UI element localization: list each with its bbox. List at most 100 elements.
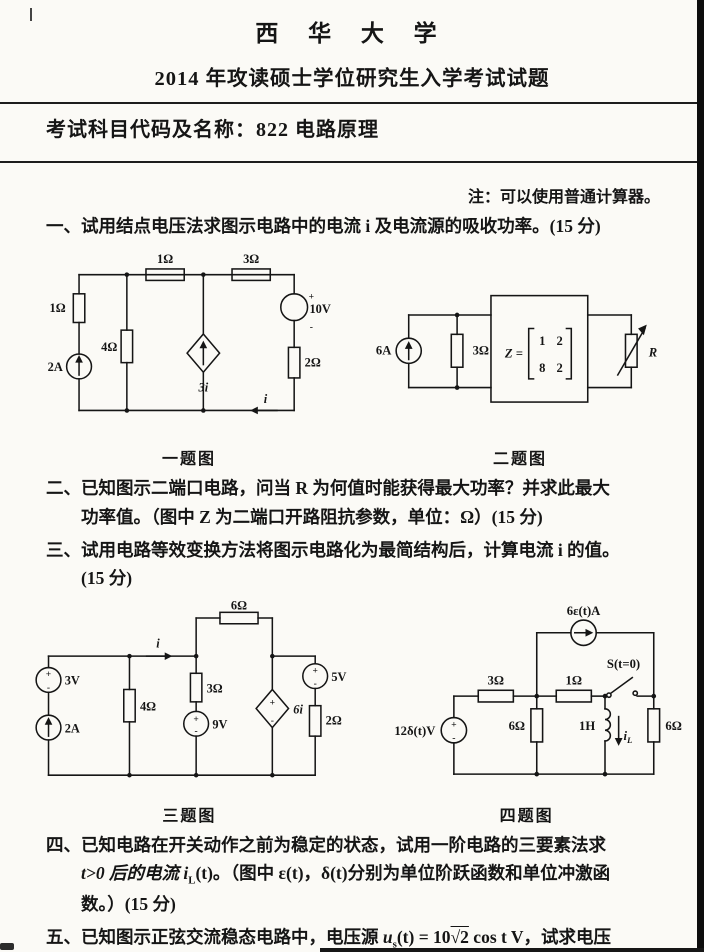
fig3-node-dots — [127, 653, 275, 778]
scan-artifact-bottom-edge — [320, 948, 704, 952]
figure-3: + - 3V 2A 4Ω i 6Ω 3Ω + - 9V + - 6i + - 5… — [21, 599, 357, 826]
label-5v: 5V — [332, 670, 347, 684]
label-2a-fig3: 2A — [65, 721, 80, 735]
figure-1: 1Ω 2A 4Ω 1Ω 3Ω 3i + 10V - 2Ω i 一题图 — [34, 246, 344, 469]
figure-row-2: + - 3V 2A 4Ω i 6Ω 3Ω + - 9V + - 6i + - 5… — [8, 599, 696, 826]
label-3ohm-fig3: 3Ω — [207, 681, 223, 695]
fig1-node-dots — [124, 272, 206, 414]
label-6a: 6A — [376, 344, 391, 358]
question-4-line3: 数。）(15 分) — [81, 894, 176, 915]
question-4-il-subscript: L — [188, 874, 196, 887]
question-4: 四、 已知电路在开关动作之前为稳定的状态，试用一阶电路的三要素法求 t>0 后的… — [0, 831, 704, 919]
switch-blade — [609, 676, 634, 695]
label-3i: 3i — [198, 381, 209, 395]
circuit-diagram-3: + - 3V 2A 4Ω i 6Ω 3Ω + - 9V + - 6i + - 5… — [35, 599, 347, 778]
scan-artifact-right-edge — [697, 0, 704, 952]
figure-4: 6ε(t)A 3Ω 1Ω S(t=0) + - 12δ(t)V 6Ω 1H 6Ω… — [371, 603, 683, 826]
scan-artifact-bottom-left — [0, 943, 14, 950]
resistor-6ohm-mid — [529, 707, 544, 743]
label-minus-3v: - — [47, 683, 50, 693]
question-5-mid: (t) = 10 — [396, 927, 451, 948]
label-1ohm-top: 1Ω — [157, 253, 173, 267]
label-3ohm-fig4: 3Ω — [487, 673, 503, 687]
resistor-3ohm-fig3 — [189, 672, 203, 703]
fig1-source-arrowhead — [75, 355, 83, 363]
university-title: 西 华 大 学 — [255, 21, 449, 46]
question-3: 三、 试用电路等效变换方法将图示电路化为最简结构后，计算电流 i 的值。 (15… — [0, 536, 704, 593]
label-z11: 1 — [539, 334, 545, 348]
question-5-post: cos t V，试求电压 — [468, 927, 612, 948]
resistor-3ohm-fig4 — [477, 689, 514, 703]
current-source-2a-fig3 — [35, 714, 62, 741]
question-3-line2: (15 分) — [81, 568, 133, 589]
fig4-isrc-arrowhead — [585, 628, 593, 637]
fig3-current-arrowhead — [165, 652, 173, 660]
label-current-i-fig3: i — [157, 636, 161, 650]
label-z12: 2 — [557, 334, 563, 348]
label-z22: 2 — [557, 361, 563, 375]
label-6ohm-top: 6Ω — [231, 599, 247, 612]
label-plus-5v: + — [313, 666, 318, 676]
matrix-bracket-left — [527, 328, 535, 380]
two-port-box — [490, 295, 589, 404]
calculator-note: 注：可以使用普通计算器。 — [467, 189, 660, 206]
resistor-1ohm-top — [145, 268, 185, 282]
figure-2-caption: 二题图 — [492, 451, 547, 469]
figure-row-1: 1Ω 2A 4Ω 1Ω 3Ω 3i + 10V - 2Ω i 一题图 — [8, 246, 696, 469]
question-5-u-symbol: u — [382, 927, 393, 948]
label-minus-10v: - — [310, 322, 313, 333]
resistor-2ohm-right — [287, 346, 301, 380]
label-4ohm-fig3: 4Ω — [140, 699, 156, 713]
dependent-source-3i — [186, 333, 221, 374]
question-1: 一、 试用结点电压法求图示电路中的电流 i 及电流源的吸收功率。(15 分) — [0, 212, 704, 240]
circuit-diagram-4: 6ε(t)A 3Ω 1Ω S(t=0) + - 12δ(t)V 6Ω 1H 6Ω… — [394, 604, 682, 777]
question-5-number: 五、 — [46, 927, 81, 948]
label-6ohm-mid: 6Ω — [508, 719, 524, 733]
question-5: 五、 已知图示正弦交流稳态电路中，电压源 us(t) = 10√2 cos t … — [0, 923, 704, 952]
label-z-equals: Z = — [504, 347, 523, 361]
dependent-source-6i — [255, 688, 290, 729]
label-minus-9v: - — [195, 727, 198, 737]
label-plus-3v: + — [46, 670, 51, 680]
circuit-diagram-1: 1Ω 2A 4Ω 1Ω 3Ω 3i + 10V - 2Ω i — [48, 253, 331, 415]
question-2-line1: 已知图示二端口电路，问当 R 为何值时能获得最大功率？并求此最大 — [81, 478, 610, 499]
label-12dt-source: 12δ(t)V — [394, 724, 435, 738]
question-2-number: 二、 — [46, 478, 81, 499]
label-2ohm-fig3: 2Ω — [326, 713, 342, 727]
question-5-sqrt2: √2 — [450, 927, 469, 948]
resistor-3ohm-top — [231, 268, 272, 282]
resistor-6ohm-right — [646, 707, 661, 743]
circuit-diagram-2: 6A 3Ω Z = 1 2 8 2 R — [376, 295, 657, 404]
resistor-3ohm — [450, 333, 464, 369]
label-plus-12dt: + — [451, 719, 457, 730]
resistor-2ohm-fig3 — [309, 704, 322, 737]
label-switch: S(t=0) — [607, 657, 640, 671]
label-z21: 8 — [539, 361, 545, 375]
voltage-source-10v — [280, 293, 309, 322]
divider-subject — [0, 161, 704, 163]
label-1h: 1H — [579, 719, 595, 733]
voltage-source-9v — [183, 710, 210, 737]
question-2: 二、 已知图示二端口电路，问当 R 为何值时能获得最大功率？并求此最大 功率值。… — [0, 474, 704, 531]
label-6et-source: 6ε(t)A — [566, 604, 600, 618]
fig4-node-dots — [534, 693, 656, 777]
question-3-number: 三、 — [46, 540, 81, 561]
resistor-4ohm — [120, 329, 134, 364]
label-minus-12dt: - — [452, 733, 455, 744]
question-2-line2: 功率值。（图中 Z 为二端口开路阻抗参数，单位：Ω）(15 分) — [81, 506, 543, 527]
fig2-variable-arrow — [616, 327, 646, 377]
fig2-node-dots — [454, 312, 460, 391]
fig2-wires — [407, 314, 633, 389]
label-plus-10v: + — [309, 292, 314, 303]
question-1-text: 试用结点电压法求图示电路中的电流 i 及电流源的吸收功率。(15 分) — [81, 216, 601, 236]
matrix-bracket-right — [565, 328, 573, 380]
subject-line: 考试科目代码及名称：822 电路原理 — [46, 119, 379, 141]
question-4-line2-pre: t>0 后的电流 — [81, 863, 184, 884]
question-1-number: 一、 — [46, 216, 81, 236]
question-5-pre: 已知图示正弦交流稳态电路中，电压源 — [81, 927, 383, 948]
label-il-subscript: L — [626, 735, 632, 745]
label-plus-9v: + — [194, 715, 199, 725]
label-3ohm: 3Ω — [473, 344, 489, 358]
label-1ohm-left: 1Ω — [50, 301, 66, 315]
figure-3-caption: 三题图 — [162, 807, 217, 825]
